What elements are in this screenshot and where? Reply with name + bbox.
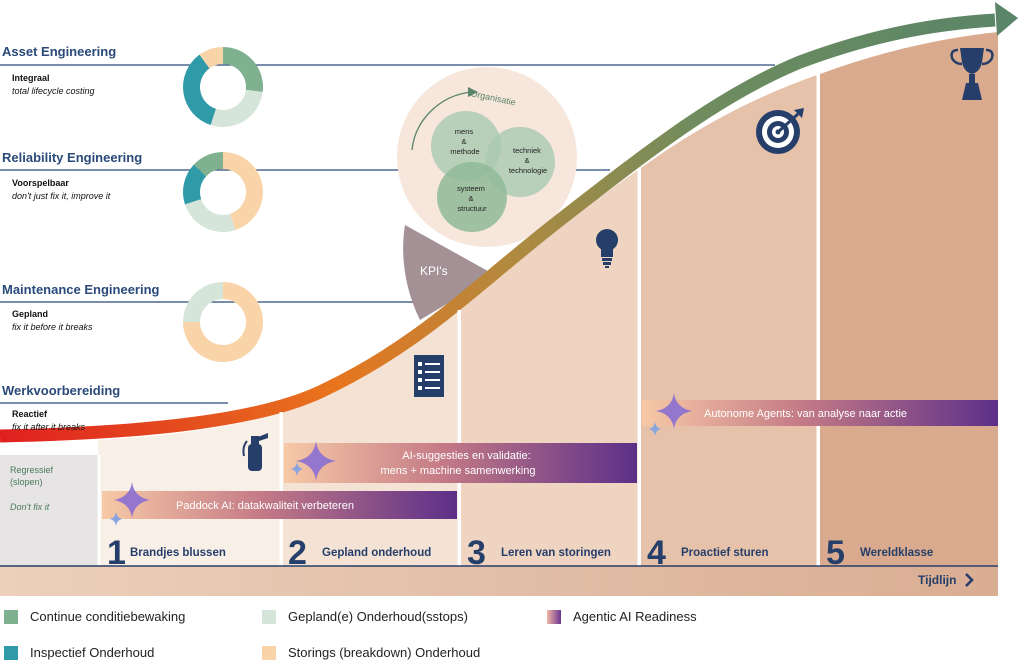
ai-bar-1-text: Paddock AI: datakwaliteit verbeteren bbox=[176, 500, 354, 512]
regressive-block: Regressief (slopen) Don't fix it bbox=[10, 465, 54, 512]
legend-label-agentic: Agentic AI Readiness bbox=[573, 609, 697, 624]
regressive-column bbox=[0, 455, 98, 566]
donut-2-segment-planned bbox=[184, 199, 236, 233]
level-desc-werkvoorbereiding: fix it after it breaks bbox=[12, 422, 86, 432]
legend-label-breakdown: Storings (breakdown) Onderhoud bbox=[288, 645, 481, 660]
legend-label-planned: Gepland(e) Onderhoud(sstops) bbox=[288, 609, 468, 624]
trophy-icon bbox=[950, 48, 994, 100]
donut-1-segment-planned bbox=[210, 89, 263, 128]
donut-3-segment-breakdown bbox=[183, 282, 263, 362]
ai-bar-3 bbox=[642, 400, 998, 426]
stage-number-5: 5 bbox=[826, 534, 845, 572]
timeline-bar bbox=[0, 566, 998, 596]
org-circle-text-2: systeem & structuur bbox=[457, 184, 487, 213]
legend-planned: Gepland(e) Onderhoud(sstops) bbox=[262, 609, 468, 624]
legend-swatch-planned bbox=[262, 609, 276, 624]
level-subtitle-maintenance: Gepland bbox=[12, 309, 49, 319]
legend-label-continuous: Continue conditiebewaking bbox=[30, 609, 186, 624]
arrow-head bbox=[995, 2, 1018, 36]
column-separators bbox=[97, 74, 820, 566]
legend-swatch-continuous bbox=[4, 609, 18, 624]
kpi-label: KPI's bbox=[420, 264, 448, 278]
donut-1-segment-inspection bbox=[183, 54, 216, 126]
legend-breakdown: Storings (breakdown) Onderhoud bbox=[262, 645, 480, 660]
stage-column-4 bbox=[641, 75, 817, 566]
level-subtitle-asset: Integraal bbox=[12, 73, 50, 83]
stage-label-3: Leren van storingen bbox=[501, 547, 611, 559]
fire-extinguisher-icon bbox=[242, 433, 268, 471]
growth-arrow bbox=[0, 13, 996, 443]
level-desc-maintenance: fix it before it breaks bbox=[12, 322, 93, 332]
stage-number-3: 3 bbox=[467, 534, 486, 572]
legend-continuous: Continue conditiebewaking bbox=[4, 609, 185, 624]
ai-bars: Paddock AI: datakwaliteit verbeteren AI-… bbox=[102, 400, 998, 519]
legend-swatch-agentic bbox=[547, 609, 561, 624]
stage-label-2: Gepland onderhoud bbox=[322, 547, 431, 559]
donut-3-segment-planned bbox=[183, 282, 223, 322]
org-circle-text-0: mens & methode bbox=[450, 127, 479, 156]
stage-number-4: 4 bbox=[647, 534, 666, 572]
checklist-icon bbox=[414, 355, 444, 397]
donut-2-segment-inspection bbox=[182, 164, 207, 205]
legend-swatch-breakdown bbox=[262, 645, 276, 660]
level-title-maintenance: Maintenance Engineering bbox=[2, 282, 160, 297]
stage-column-5 bbox=[820, 32, 998, 566]
ai-bar-2-text: AI-suggesties en validatie: mens + machi… bbox=[381, 450, 536, 477]
lightbulb-icon bbox=[596, 229, 618, 268]
donut-1-segment-breakdown bbox=[199, 47, 223, 69]
ai-bar-3-text: Autonome Agents: van analyse naar actie bbox=[704, 408, 907, 420]
stage-label-1: Brandjes blussen bbox=[130, 547, 226, 559]
donut-2-segment-breakdown bbox=[223, 152, 264, 231]
circle-systeem-structuur bbox=[437, 162, 507, 232]
level-desc-asset: total lifecycle costing bbox=[12, 86, 95, 96]
regressive-label: Regressief bbox=[10, 465, 54, 475]
level-subtitle-werkvoorbereiding: Reactief bbox=[12, 409, 48, 419]
org-circle-text-1: techniek & technologie bbox=[509, 146, 547, 175]
circle-techniek-technologie bbox=[485, 127, 555, 197]
circle-mens-methode bbox=[431, 111, 501, 181]
stage-label-5: Wereldklasse bbox=[860, 547, 933, 559]
donut-2-segment-continuous bbox=[193, 152, 223, 177]
sparkle-icon bbox=[110, 393, 692, 526]
level-title-werkvoorbereiding: Werkvoorbereiding bbox=[2, 383, 121, 398]
stage-number-1: 1 bbox=[107, 534, 126, 572]
chevron-right-icon bbox=[965, 573, 974, 587]
stage-labels: 1 Brandjes blussen 2 Gepland onderhoud 3… bbox=[107, 534, 933, 572]
stage-column-1 bbox=[98, 412, 280, 566]
legend-agentic: Agentic AI Readiness bbox=[547, 609, 697, 624]
kpi-wedge: KPI's bbox=[403, 225, 495, 320]
level-subtitle-reliability: Voorspelbaar bbox=[12, 178, 69, 188]
ai-bar-1 bbox=[102, 491, 457, 519]
level-desc-reliability: don't just fix it, improve it bbox=[12, 191, 111, 201]
legend-swatch-inspection bbox=[4, 645, 18, 660]
timeline: Tijdlijn bbox=[0, 565, 998, 596]
legend-label-inspection: Inspectief Onderhoud bbox=[30, 645, 155, 660]
level-title-asset: Asset Engineering bbox=[2, 44, 117, 59]
donut-charts bbox=[182, 47, 264, 362]
regressive-sub: (slopen) bbox=[10, 477, 43, 487]
stage-label-4: Proactief sturen bbox=[681, 547, 769, 559]
ai-bar-2 bbox=[284, 443, 637, 483]
organisation-cluster: Organisatie mens & methode techniek & te… bbox=[397, 67, 577, 247]
target-icon bbox=[756, 108, 804, 154]
legend-inspection: Inspectief Onderhoud bbox=[4, 645, 154, 660]
donut-1-segment-continuous bbox=[223, 47, 263, 93]
stage-number-2: 2 bbox=[288, 534, 307, 572]
regressive-note: Don't fix it bbox=[10, 502, 50, 512]
stage-column-2 bbox=[283, 312, 458, 566]
timeline-label: Tijdlijn bbox=[918, 573, 956, 587]
level-title-reliability: Reliability Engineering bbox=[2, 150, 143, 165]
